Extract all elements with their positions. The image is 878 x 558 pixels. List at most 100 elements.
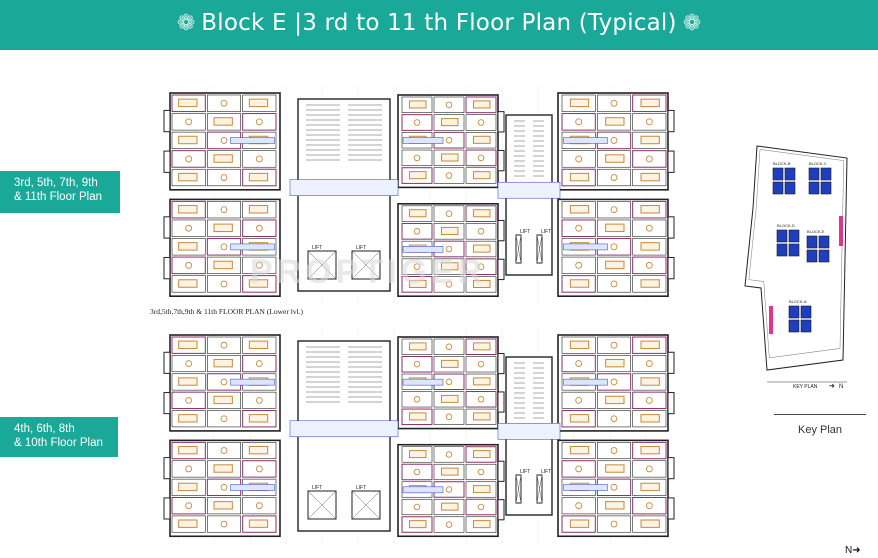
furniture-table	[610, 483, 618, 491]
room	[561, 256, 596, 274]
key-block: BLOCK-C	[808, 161, 832, 195]
furniture-table	[575, 360, 583, 367]
key-block-label: BLOCK-A	[789, 299, 807, 304]
key-block-unit	[806, 249, 818, 263]
key-block-unit	[800, 305, 812, 319]
furniture-bed	[569, 519, 590, 528]
room	[597, 256, 631, 274]
balcony	[163, 216, 171, 239]
furniture-table	[185, 396, 193, 404]
room	[207, 150, 241, 168]
room	[465, 167, 497, 184]
room-partition	[401, 463, 433, 481]
furniture-table	[575, 396, 583, 404]
apartment-wing	[163, 92, 281, 191]
furniture-table	[413, 119, 421, 126]
furniture-table	[477, 154, 485, 162]
room	[207, 391, 241, 409]
furniture-bed	[605, 260, 625, 270]
key-plan-caption: Key Plan	[774, 414, 866, 436]
lift-label: LIFT	[356, 485, 366, 491]
upper-floor-tag: 3rd, 5th, 7th, 9th & 11th Floor Plan	[0, 171, 120, 213]
balcony	[163, 392, 171, 415]
furniture-table	[477, 361, 485, 368]
apartment-wing	[397, 94, 505, 189]
furniture-table	[413, 396, 421, 403]
furniture-bed	[473, 135, 491, 144]
room-partition	[171, 200, 206, 219]
furniture-table	[185, 118, 193, 126]
furniture-bed	[640, 135, 660, 145]
furniture-bed	[213, 464, 233, 473]
furniture-table	[220, 99, 228, 107]
furniture-bed	[409, 100, 427, 109]
north-arrow-icon: ➜	[852, 545, 861, 556]
furniture-table	[610, 136, 618, 144]
apartment-wing	[397, 336, 505, 430]
room	[597, 113, 631, 131]
furniture-table	[445, 210, 453, 217]
room	[561, 150, 596, 168]
furniture-table	[645, 502, 653, 510]
key-block-unit	[806, 235, 818, 249]
furniture-table	[185, 360, 193, 367]
room-partition	[171, 150, 206, 168]
apartment-wing	[557, 439, 675, 538]
furniture-table	[255, 261, 263, 269]
room	[171, 219, 206, 237]
room	[465, 276, 497, 293]
room	[171, 355, 206, 373]
furniture-table	[477, 228, 485, 235]
furniture-bed	[441, 118, 459, 127]
room-partition	[561, 354, 596, 373]
room	[242, 391, 277, 409]
furniture-table	[610, 206, 618, 214]
furniture-table	[445, 281, 453, 288]
furniture-bed	[178, 98, 198, 108]
furniture-table	[413, 228, 421, 235]
balcony	[667, 150, 675, 173]
balcony	[163, 150, 171, 173]
room	[207, 336, 241, 354]
room-partition	[465, 149, 497, 167]
furniture-bed	[441, 502, 459, 511]
furniture-table	[477, 503, 485, 511]
furniture-bed	[178, 340, 198, 349]
furniture-bed	[178, 414, 198, 423]
furniture-table	[220, 174, 228, 181]
furniture-table	[445, 486, 453, 493]
room	[433, 149, 465, 167]
furniture-table	[575, 155, 583, 163]
room-partition	[242, 219, 277, 238]
apartment-wing	[557, 334, 675, 432]
unit-label-strip	[563, 137, 608, 144]
room-partition	[401, 356, 433, 373]
balcony	[497, 258, 505, 281]
furniture-bed	[178, 445, 198, 455]
room-partition	[401, 276, 433, 293]
unit-label-strip	[402, 486, 444, 494]
furniture-table	[255, 396, 263, 404]
furniture-table	[575, 465, 583, 473]
furniture-bed	[473, 520, 491, 529]
furniture-bed	[473, 209, 491, 218]
key-block: BLOCK-B	[772, 161, 796, 195]
furniture-bed	[213, 223, 233, 233]
furniture-table	[185, 502, 193, 510]
north-label: N	[845, 545, 853, 556]
balcony	[667, 392, 675, 415]
furniture-table	[220, 243, 228, 251]
apartment-wing	[163, 198, 281, 298]
furniture-table	[645, 261, 653, 269]
key-block-unit	[788, 243, 800, 257]
room	[465, 408, 497, 425]
furniture-table	[645, 360, 653, 367]
room-partition	[632, 497, 667, 515]
room-partition	[632, 256, 667, 275]
lower-floor-tag: 4th, 6th, 8th & 10th Floor Plan	[0, 417, 118, 457]
room	[207, 94, 241, 112]
key-block-unit	[818, 249, 830, 263]
room-partition	[561, 219, 596, 238]
unit-label-strip	[402, 246, 444, 253]
